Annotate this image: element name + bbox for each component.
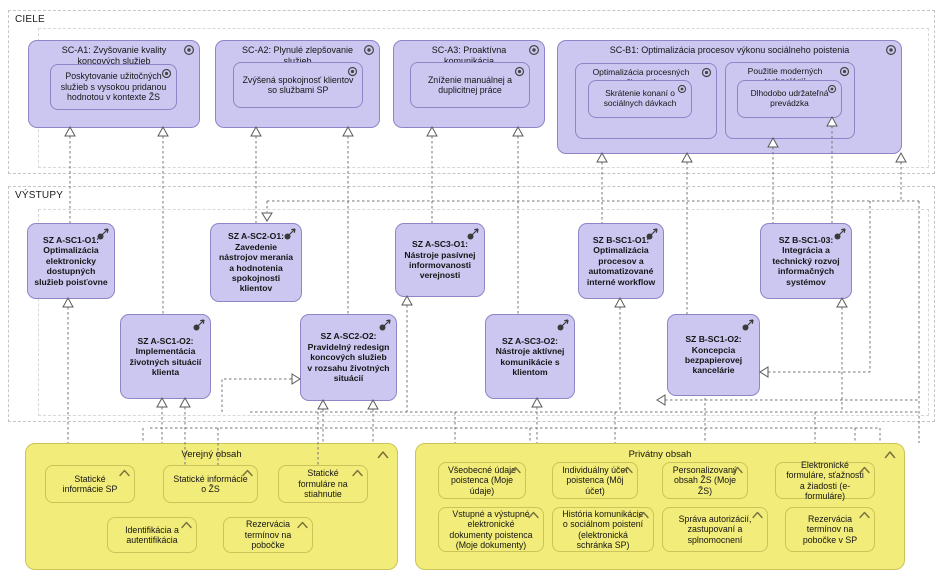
chevron-icon — [621, 465, 634, 474]
item-authorizations[interactable]: Správa autorizácií, zastupovaní a splnom… — [662, 507, 768, 552]
goal-sc-b1-tech-sub[interactable]: Dlhodobo udržateľná prevádzka — [737, 80, 842, 118]
goal-sub-label: Zníženie manuálnej a duplicitnej práce — [427, 74, 513, 95]
output-sz-b-sc1-o2[interactable]: SZ B-SC1-O2: Koncepcia bezpapierovej kan… — [667, 314, 760, 396]
goal-sc-a2-sub[interactable]: Zvýšená spokojnosť klientov so službami … — [233, 62, 363, 108]
goal-icon — [347, 66, 358, 77]
outcome-icon — [645, 227, 659, 241]
chevron-icon — [241, 468, 254, 477]
goal-icon — [514, 66, 525, 77]
item-eforms[interactable]: Elektronické formuláre, sťažnosti a žiad… — [775, 459, 875, 501]
outcome-icon — [833, 227, 847, 241]
group-outputs-inner-frame — [38, 209, 929, 416]
chevron-icon — [351, 468, 364, 477]
goal-title: SC-B1: Optimalizácia procesov výkonu soc… — [609, 45, 850, 55]
output-label: SZ A-SC1-O2: Implementácia životných sit… — [129, 335, 202, 377]
goal-icon — [528, 44, 540, 56]
chevron-icon — [883, 449, 897, 459]
item-communication-history[interactable]: História komunikácie o sociálnom poisten… — [552, 507, 654, 552]
goal-icon — [161, 68, 172, 79]
output-sz-b-sc1-03[interactable]: SZ B-SC1-03: Integrácia a technický rozv… — [760, 223, 852, 299]
private-content-label: Privátny obsah — [628, 449, 692, 460]
output-label: SZ B-SC1-03: Integrácia a technický rozv… — [772, 234, 840, 287]
item-static-info-sp[interactable]: Statické informácie SP — [45, 465, 135, 503]
chevron-icon — [376, 449, 390, 459]
output-sz-a-sc3-o2[interactable]: SZ A-SC3-O2: Nástroje aktívnej komunikác… — [485, 314, 575, 399]
output-sz-a-sc2-o1[interactable]: SZ A-SC2-O1: Zavedenie nástrojov merania… — [210, 223, 302, 302]
item-general-data[interactable]: Všeobecné údaje poistenca (Moje údaje) — [438, 462, 526, 499]
output-sz-a-sc2-o2[interactable]: SZ A-SC2-O2: Pravidelný redesign koncový… — [300, 314, 397, 401]
chevron-icon — [731, 465, 744, 474]
goal-icon — [183, 44, 195, 56]
goal-sc-a3-sub[interactable]: Zníženie manuálnej a duplicitnej práce — [410, 62, 530, 108]
output-label: SZ B-SC1-O1: Optimalizácia procesov a au… — [586, 234, 656, 287]
goal-icon — [701, 67, 712, 78]
output-sz-a-sc1-o1[interactable]: SZ A-SC1-O1: Optimalizácia elektronicky … — [27, 223, 115, 299]
outcome-icon — [96, 227, 110, 241]
item-individual-account[interactable]: Individuálny účet poistenca (Môj účet) — [552, 462, 638, 499]
chevron-icon — [527, 510, 540, 519]
item-static-info-zs[interactable]: Statické informácie o ŽS — [163, 465, 258, 503]
outcome-icon — [741, 318, 755, 332]
content-item-label: Vstupné a výstupné elektronické dokument… — [449, 508, 533, 550]
outcome-icon — [283, 227, 297, 241]
goal-icon — [839, 66, 850, 77]
goal-sc-a1-sub[interactable]: Poskytovanie užitočných služieb s vysoko… — [50, 64, 177, 110]
output-label: SZ B-SC1-O2: Koncepcia bezpapierovej kan… — [684, 334, 743, 376]
outcome-icon — [378, 318, 392, 332]
goal-sub-label: Poskytovanie užitočných služieb s vysoko… — [60, 71, 167, 103]
item-identification-authentication[interactable]: Identifikácia a autentifikácia — [107, 517, 197, 553]
goal-sub-label: Dlhodobo udržateľná prevádzka — [750, 88, 829, 108]
output-label: SZ A-SC3-O1: Nástroje pasívnej informova… — [404, 239, 476, 281]
content-item-label: Rezervácia termínov na pobočke v SP — [802, 513, 858, 545]
public-content-group[interactable]: Verejný obsah — [25, 443, 398, 570]
content-item-label: Individuálny účet poistenca (Môj účet) — [562, 464, 628, 496]
public-content-label: Verejný obsah — [181, 449, 242, 460]
chevron-icon — [509, 465, 522, 474]
outcome-icon — [192, 318, 206, 332]
group-outputs-label: VÝSTUPY — [15, 190, 64, 201]
content-item-label: Statické informácie o ŽS — [173, 473, 248, 494]
item-branch-reservation-sp[interactable]: Rezervácia termínov na pobočke v SP — [785, 507, 875, 552]
goal-icon — [677, 84, 687, 94]
output-label: SZ A-SC2-O1: Zavedenie nástrojov merania… — [218, 231, 294, 294]
content-item-label: Statické informácie SP — [62, 473, 118, 494]
goal-icon — [363, 44, 375, 56]
item-in-out-documents[interactable]: Vstupné a výstupné elektronické dokument… — [438, 507, 544, 552]
item-branch-reservation[interactable]: Rezervácia termínov na pobočke — [223, 517, 313, 553]
chevron-icon — [858, 465, 871, 474]
content-item-label: Statické formuláre na stiahnutie — [298, 468, 348, 500]
output-sz-b-sc1-o1[interactable]: SZ B-SC1-O1: Optimalizácia procesov a au… — [578, 223, 664, 299]
item-personalized-content[interactable]: Personalizovaný obsah ŽS (Moje ŽS) — [662, 462, 748, 499]
goal-icon — [827, 84, 837, 94]
goal-title: SC-A2: Plynulé zlepšovanie služieb — [241, 45, 354, 66]
content-item-label: Rezervácia termínov na pobočke — [244, 519, 292, 551]
content-item-label: Správa autorizácií, zastupovaní a splnom… — [678, 513, 752, 545]
output-label: SZ A-SC2-O2: Pravidelný redesign koncový… — [307, 331, 390, 384]
group-goals-label: CIELE — [15, 14, 45, 25]
chevron-icon — [637, 510, 650, 519]
output-label: SZ A-SC1-O1: Optimalizácia elektronicky … — [34, 234, 108, 287]
goal-sub-label: Skrátenie konaní o sociálnych dávkach — [603, 88, 677, 108]
goal-title: SC-A1: Zvyšovanie kvality koncových služ… — [61, 45, 167, 66]
content-item-label: Identifikácia a autentifikácia — [125, 524, 179, 545]
output-sz-a-sc3-o1[interactable]: SZ A-SC3-O1: Nástroje pasívnej informova… — [395, 223, 485, 297]
item-static-forms[interactable]: Statické formuláre na stiahnutie — [278, 465, 368, 503]
goal-sc-b1-proc-sub[interactable]: Skrátenie konaní o sociálnych dávkach — [588, 80, 692, 118]
content-item-label: História komunikácie o sociálnom poisten… — [562, 508, 644, 550]
goal-icon — [885, 44, 897, 56]
chevron-icon — [296, 520, 309, 529]
chevron-icon — [118, 468, 131, 477]
goal-sub-label: Zvýšená spokojnosť klientov so službami … — [242, 74, 354, 95]
output-sz-a-sc1-o2[interactable]: SZ A-SC1-O2: Implementácia životných sit… — [120, 314, 211, 399]
content-item-label: Elektronické formuláre, sťažnosti a žiad… — [786, 459, 864, 501]
outcome-icon — [556, 318, 570, 332]
content-item-label: Personalizovaný obsah ŽS (Moje ŽS) — [672, 464, 738, 496]
goal-title: SC-A3: Proaktívna komunikácia — [431, 45, 507, 66]
outcome-icon — [466, 227, 480, 241]
chevron-icon — [858, 510, 871, 519]
chevron-icon — [751, 510, 764, 519]
chevron-icon — [180, 520, 193, 529]
output-label: SZ A-SC3-O2: Nástroje aktívnej komunikác… — [495, 335, 565, 377]
content-item-label: Všeobecné údaje poistenca (Moje údaje) — [448, 464, 516, 496]
